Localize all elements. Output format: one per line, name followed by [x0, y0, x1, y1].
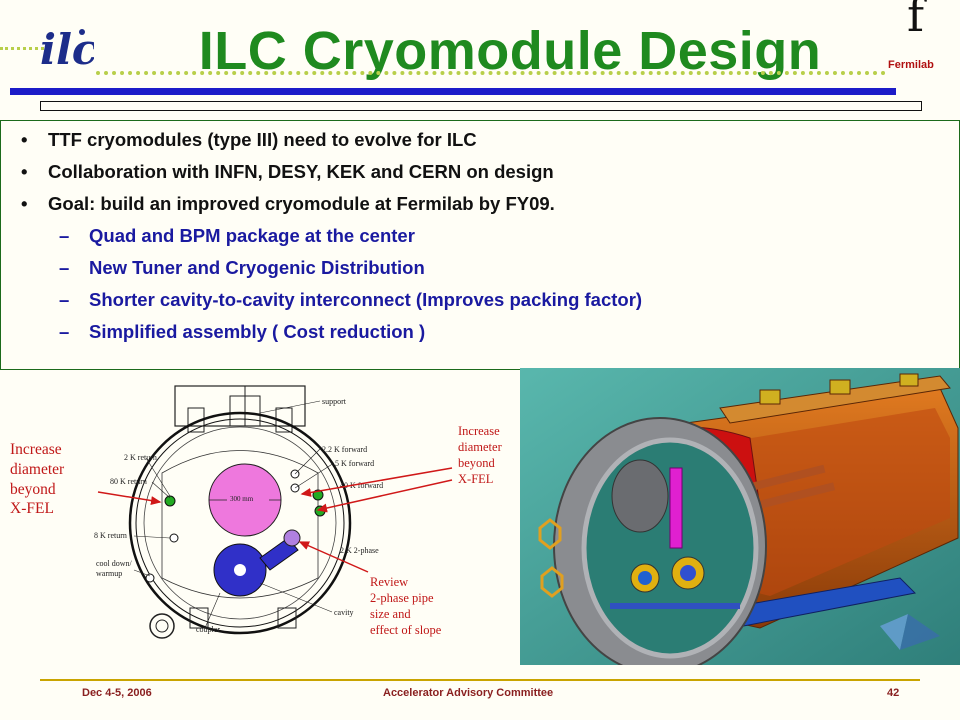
bullet-marker: • — [21, 193, 28, 214]
fermilab-logo-mark: f — [907, 0, 925, 42]
label-2k-return: 2 K return — [124, 453, 157, 462]
note-line: X-FEL — [458, 472, 494, 486]
support-label: support — [322, 397, 347, 406]
header-blue-bar — [10, 88, 896, 95]
note-line: Increase — [10, 441, 62, 458]
note-review-2-phase-pipe: Review 2-phase pipe size and effect of s… — [370, 574, 441, 638]
sub-bullet-marker: – — [59, 257, 70, 278]
header-outline-bar — [40, 101, 922, 111]
cross-section-graphic: 300 mm support 2.2 K forward 5 K forward… — [94, 385, 383, 639]
label-2-2k-forward: 2.2 K forward — [322, 445, 367, 454]
label-warmup: warmup — [96, 569, 122, 578]
annotation-arrows — [97, 467, 453, 573]
sub-bullet-marker: – — [59, 225, 70, 246]
label-80k-return: 80 K return — [110, 477, 147, 486]
beam-pipe-label: 300 mm — [230, 495, 254, 503]
footer-rule — [40, 679, 920, 681]
label-2k-2-phase: 2 K 2-phase — [340, 546, 379, 555]
label-8k-return: 8 K return — [94, 531, 127, 540]
footer-title: Accelerator Advisory Committee — [383, 687, 554, 699]
cryomodule-3d-render — [520, 368, 960, 675]
dotted-rule — [96, 71, 886, 77]
label-coupler: coupler — [196, 625, 220, 634]
cross-section-diagram: 300 mm support 2.2 K forward 5 K forward… — [90, 378, 390, 673]
sub-bullet-text: New Tuner and Cryogenic Distribution — [89, 257, 425, 278]
note-right-increase-diameter: Increase diameter beyond X-FEL — [458, 423, 502, 487]
note-line: diameter — [458, 440, 502, 454]
content-box: • TTF cryomodules (type III) need to evo… — [0, 120, 960, 370]
note-line: effect of slope — [370, 623, 442, 637]
arrow-right-diameter-1 — [300, 467, 453, 497]
note-line: beyond — [458, 456, 495, 470]
cryomodule-render-graphic — [520, 368, 960, 675]
sub-bullet-marker: – — [59, 321, 70, 342]
ilc-logo-text: ilc — [40, 25, 94, 74]
bullet-text: Goal: build an improved cryomodule at Fe… — [48, 193, 555, 214]
footer-date: Dec 4-5, 2006 — [82, 687, 152, 699]
label-40k-forward: 40 K forward — [340, 481, 383, 490]
note-line: 2-phase pipe — [370, 591, 434, 605]
sub-bullet-marker: – — [59, 289, 70, 310]
sub-bullet-text: Shorter cavity-to-cavity interconnect (I… — [89, 289, 643, 310]
label-cool-down: cool down/ — [96, 559, 133, 568]
sub-bullet-text: Quad and BPM package at the center — [89, 225, 415, 246]
bullet-marker: • — [21, 129, 28, 150]
arrow-right-diameter-2 — [316, 479, 453, 513]
ilc-logo: ilc — [38, 18, 97, 76]
bullet-text: Collaboration with INFN, DESY, KEK and C… — [48, 161, 554, 182]
label-5k-forward: 5 K forward — [335, 459, 374, 468]
note-line: diameter — [10, 460, 65, 478]
page-number: 42 — [887, 687, 900, 699]
note-line: size and — [370, 607, 411, 621]
note-line: Increase — [458, 424, 500, 438]
note-line: X-FEL — [10, 500, 54, 518]
bullet-text: TTF cryomodules (type III) need to evolv… — [48, 129, 477, 150]
note-line: Review — [370, 575, 409, 589]
arrow-left-diameter — [97, 491, 162, 506]
arrow-review — [298, 541, 369, 573]
note-line: beyond — [10, 480, 56, 498]
dotted-rule-left — [0, 47, 44, 52]
fermilab-logo-label: Fermilab — [888, 59, 934, 71]
ilc-logo-graphic: ilc — [40, 25, 97, 74]
bullet-marker: • — [21, 161, 28, 182]
note-left-increase-diameter: Increase diameter beyond X-FEL — [10, 440, 64, 519]
sub-bullet-text: Simplified assembly ( Cost reduction ) — [89, 321, 426, 342]
label-cavity: cavity — [334, 608, 354, 617]
